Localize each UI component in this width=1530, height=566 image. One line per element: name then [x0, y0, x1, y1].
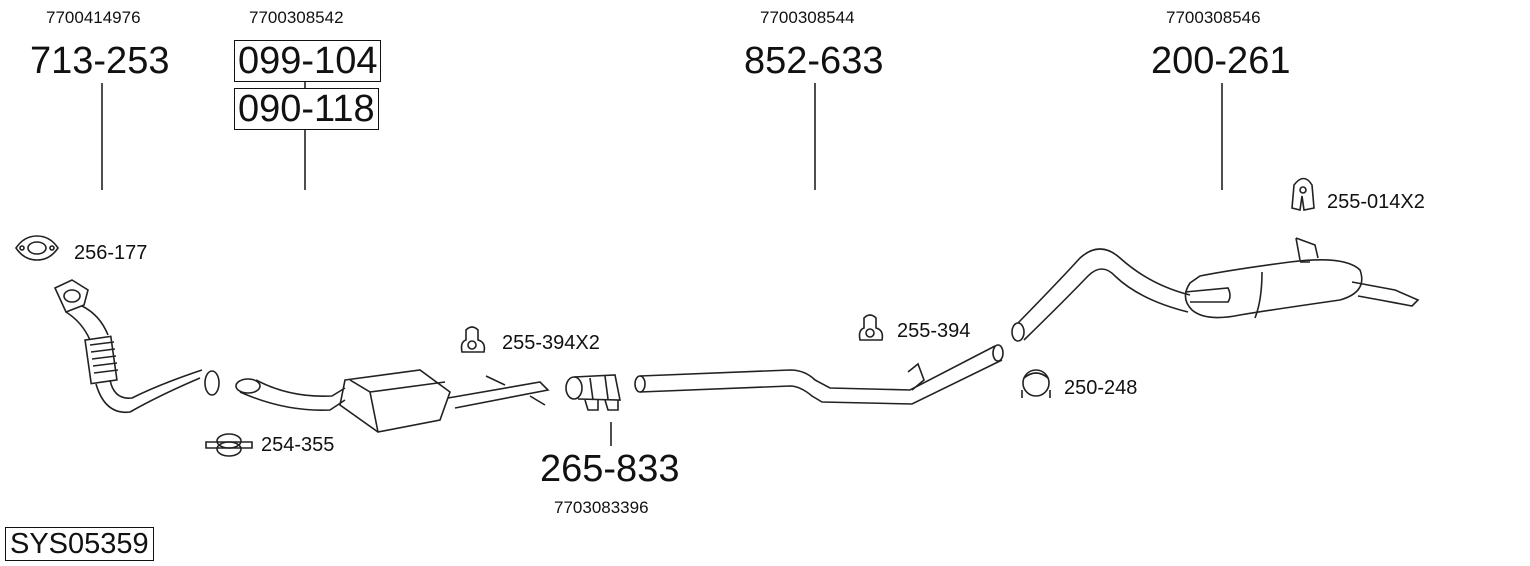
part-number: 713-253	[30, 40, 170, 82]
accessory-label: 255-014X2	[1327, 191, 1425, 213]
oem-number: 7703083396	[554, 498, 649, 517]
oem-number: 7700308542	[249, 8, 344, 27]
accessory-label: 254-355	[261, 434, 335, 456]
hanger-icon	[858, 314, 884, 341]
accessory-label: 256-177	[74, 242, 148, 264]
front-pipe	[53, 279, 220, 414]
oem-number: 7700308544	[760, 8, 855, 27]
part-number: 200-261	[1151, 40, 1291, 82]
part-number-boxed: 090-118	[234, 88, 379, 130]
oem-number: 7700414976	[46, 8, 141, 27]
part-number: 852-633	[744, 40, 884, 82]
connector-sleeve	[565, 374, 621, 411]
catalytic-converter	[235, 369, 550, 433]
hanger-icon	[460, 326, 486, 353]
clamp-icon	[205, 433, 253, 457]
system-id-box: SYS05359	[5, 527, 154, 561]
clamp-icon	[1021, 369, 1051, 398]
accessory-label: 255-394X2	[502, 332, 600, 354]
accessory-label: 255-394	[897, 320, 971, 342]
hanger-icon	[1291, 177, 1315, 211]
middle-pipe	[634, 344, 1004, 405]
rear-silencer	[1011, 237, 1420, 342]
part-number-boxed: 099-104	[234, 40, 382, 82]
oem-number: 7700308546	[1166, 8, 1261, 27]
part-number: 265-833	[540, 448, 680, 490]
gasket-icon	[15, 235, 59, 261]
leader-lines	[101, 82, 1223, 446]
accessory-label: 250-248	[1064, 377, 1138, 399]
